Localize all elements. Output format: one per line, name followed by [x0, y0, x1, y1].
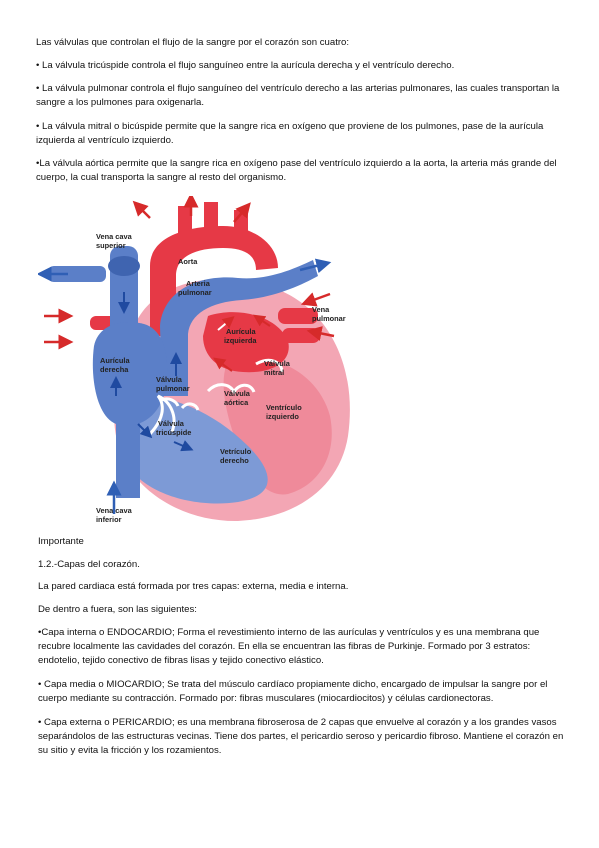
- paragraph-dentro-fuera: De dentro a fuera, son las siguientes:: [38, 604, 197, 615]
- label-arteria-1: Arteria: [186, 279, 211, 288]
- heart-diagram-svg: Vena cava superior Aorta Arteria pulmona…: [38, 196, 350, 524]
- label-valvula-pulmonar-1: Válvula: [156, 375, 183, 384]
- label-ventriculo-der-1: Vetrículo: [220, 447, 252, 456]
- valve-mitral-item: • La válvula mitral o bicúspide permite …: [36, 121, 544, 146]
- label-valvula-mitral-2: mitral: [264, 368, 284, 377]
- valve-tricuspide-item: • La válvula tricúspide controla el fluj…: [36, 60, 455, 71]
- label-valvula-aortica-1: Válvula: [224, 389, 251, 398]
- label-arteria-2: pulmonar: [178, 288, 212, 297]
- paragraph-capas: La pared cardiaca está formada por tres …: [38, 581, 349, 592]
- label-vena-cava-inferior-2: inferior: [96, 515, 122, 524]
- intro-text: Las válvulas que controlan el flujo de l…: [36, 37, 350, 48]
- label-auricula-izq-2: izquierda: [224, 336, 257, 345]
- pulmonary-vein-upper: [278, 308, 318, 324]
- label-ventriculo-izq-1: Ventrículo: [266, 403, 302, 412]
- valve-pulmonar-shape: [159, 397, 200, 411]
- aorta-branch-2: [204, 202, 218, 230]
- label-valvula-tricuspide-2: tricúspide: [156, 428, 191, 437]
- layer-endocardio: •Capa interna o ENDOCARDIO; Forma el rev…: [38, 627, 540, 666]
- inferior-vena-cava: [116, 418, 140, 498]
- label-auricula-der-1: Aurícula: [100, 356, 130, 365]
- label-aorta: Aorta: [178, 257, 198, 266]
- label-ventriculo-izq-2: izquierdo: [266, 412, 299, 421]
- label-vena-cava-inferior-1: Vena cava: [96, 506, 133, 515]
- valve-mitral-shape: [255, 358, 284, 373]
- valve-aortica-shape: [206, 383, 256, 396]
- label-vena-cava-superior-2: superior: [96, 241, 126, 250]
- importante-label: Importante: [38, 536, 84, 547]
- pulmonary-artery: [160, 260, 318, 396]
- label-vena-cava-superior-1: Vena cava: [96, 232, 133, 241]
- valve-pulmonar-item: • La válvula pulmonar controla el flujo …: [36, 83, 560, 108]
- label-valvula-tricuspide-1: Válvula: [158, 419, 185, 428]
- layer-miocardio: • Capa media o MIOCARDIO; Se trata del m…: [38, 679, 548, 704]
- label-valvula-aortica-2: aórtica: [224, 398, 249, 407]
- right-atrium: [92, 322, 168, 426]
- label-valvula-mitral-1: Válvula: [264, 359, 291, 368]
- aorta-branch-1: [178, 206, 192, 234]
- valve-aortica-item: •La válvula aórtica permite que la sangr…: [36, 158, 557, 183]
- pulmonary-vein-lower: [282, 328, 320, 343]
- aorta: [150, 226, 278, 336]
- label-ventriculo-der-2: derecho: [220, 456, 249, 465]
- heart-diagram: Vena cava superior Aorta Arteria pulmona…: [38, 196, 360, 526]
- valve-tricuspide-shape: [146, 394, 176, 438]
- label-auricula-izq-1: Aurícula: [226, 327, 256, 336]
- layer-pericardio: • Capa externa o PERICARDIO; es una memb…: [38, 717, 564, 756]
- label-auricula-der-2: derecha: [100, 365, 129, 374]
- label-vena-pulmonar-1: Vena: [312, 305, 330, 314]
- label-valvula-pulmonar-2: pulmonar: [156, 384, 190, 393]
- pulmonary-artery-left: [48, 266, 106, 282]
- superior-vena-cava-opening: [108, 256, 140, 276]
- section-title: 1.2.-Capas del corazón.: [38, 559, 140, 570]
- label-vena-pulmonar-2: pulmonar: [312, 314, 346, 323]
